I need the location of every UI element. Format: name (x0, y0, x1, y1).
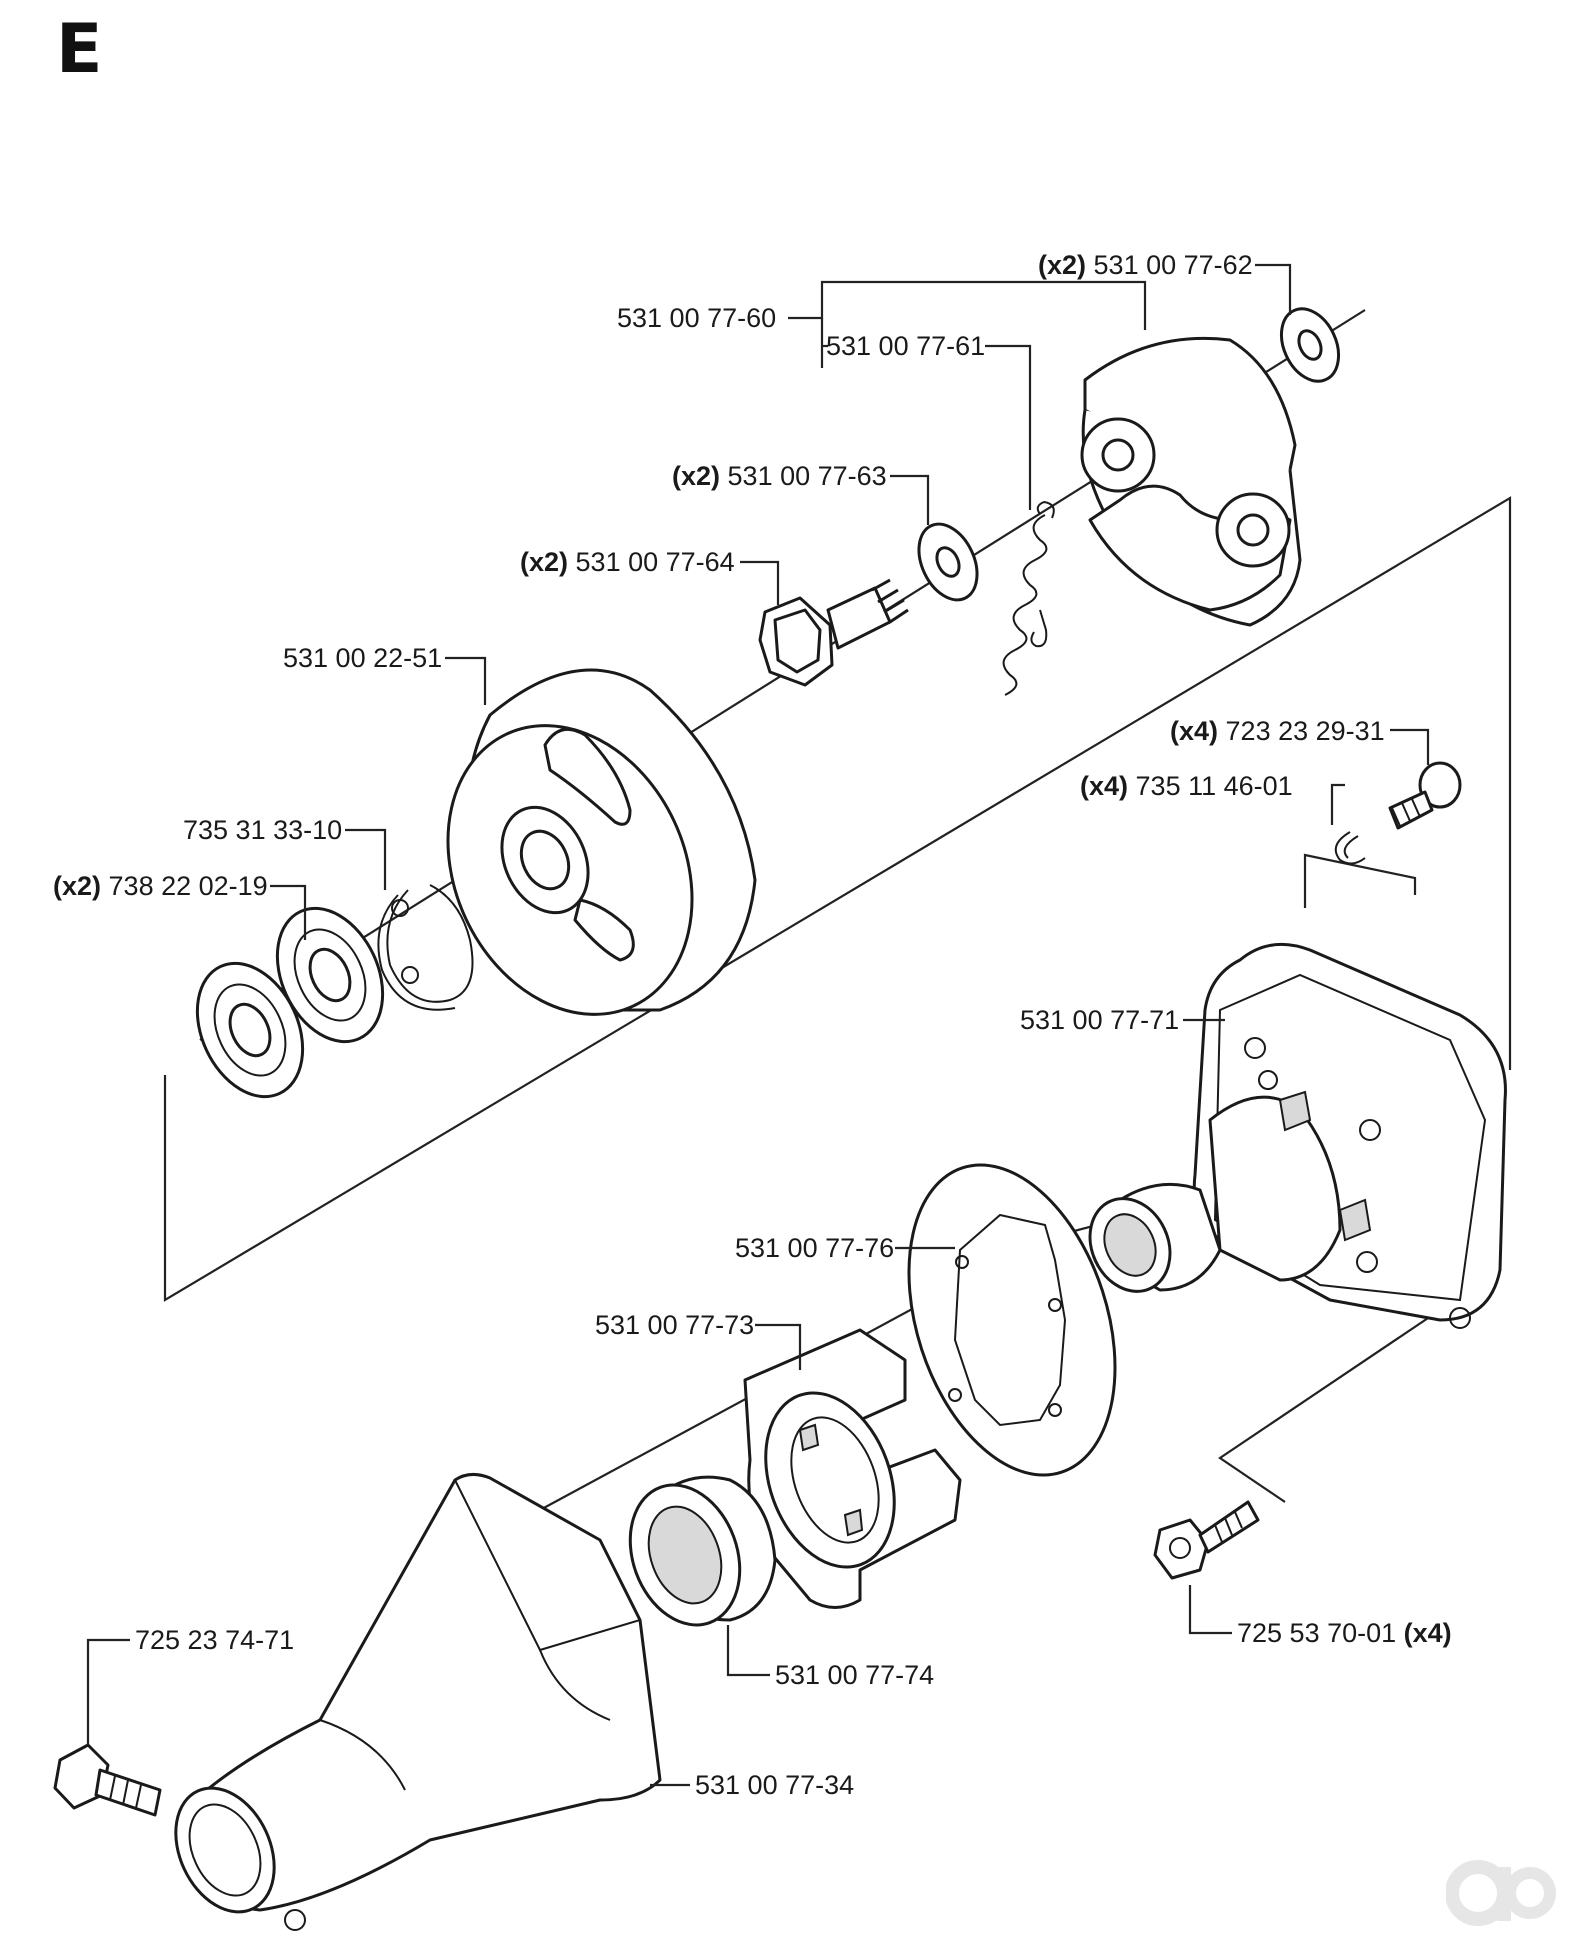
clutch-spring (1002, 500, 1055, 696)
label-531-00-77-76: 531 00 77-76 (735, 1233, 894, 1263)
part-labels: (x2) 531 00 77-62 531 00 77-60 531 00 77… (53, 250, 1452, 1800)
label-531-00-22-51: 531 00 22-51 (283, 643, 442, 673)
clutch-shoe-assembly (1080, 336, 1302, 627)
label-531-00-77-71: 531 00 77-71 (1020, 1005, 1179, 1035)
gear-head (174, 1473, 662, 1931)
ao-logo-icon (1446, 1860, 1556, 1926)
label-735-11-46-01: (x4) 735 11 46-01 (1080, 771, 1293, 801)
lock-washer (1334, 831, 1366, 865)
label-531-00-77-60: 531 00 77-60 (617, 303, 776, 333)
label-531-00-77-73: 531 00 77-73 (595, 1310, 754, 1340)
gear-housing (1088, 942, 1507, 1329)
washer-top (1279, 307, 1341, 383)
label-725-53-70-01: 725 53 70-01 (x4) (1237, 1618, 1452, 1648)
label-735-31-33-10: 735 31 33-10 (183, 815, 342, 845)
clutch-drum (446, 668, 757, 1016)
label-531-00-77-64: (x2) 531 00 77-64 (520, 547, 735, 577)
screw-small (1388, 761, 1462, 830)
bushing (628, 1475, 777, 1627)
hex-bolt-lower (1153, 1500, 1260, 1580)
label-531-00-77-34: 531 00 77-34 (695, 1770, 854, 1800)
label-531-00-77-62: (x2) 531 00 77-62 (1038, 250, 1253, 280)
retaining-ring (377, 884, 474, 1011)
label-725-23-74-71: 725 23 74-71 (135, 1625, 294, 1655)
ball-bearing-2 (195, 961, 305, 1099)
washer-middle (917, 522, 979, 602)
label-531-00-77-61: 531 00 77-61 (826, 331, 985, 361)
leader-lines (86, 263, 1430, 1787)
screw-gear-head (53, 1743, 162, 1817)
ball-bearing-1 (275, 906, 385, 1044)
label-531-00-77-74: 531 00 77-74 (775, 1660, 934, 1690)
section-letter: E (56, 10, 103, 89)
flange-plate (907, 1163, 1117, 1477)
coupling (743, 1328, 962, 1609)
label-531-00-77-63: (x2) 531 00 77-63 (672, 461, 887, 491)
label-723-23-29-31: (x4) 723 23 29-31 (1170, 716, 1385, 746)
shoulder-bolt (758, 578, 909, 687)
label-738-22-02-19: (x2) 738 22 02-19 (53, 871, 268, 901)
